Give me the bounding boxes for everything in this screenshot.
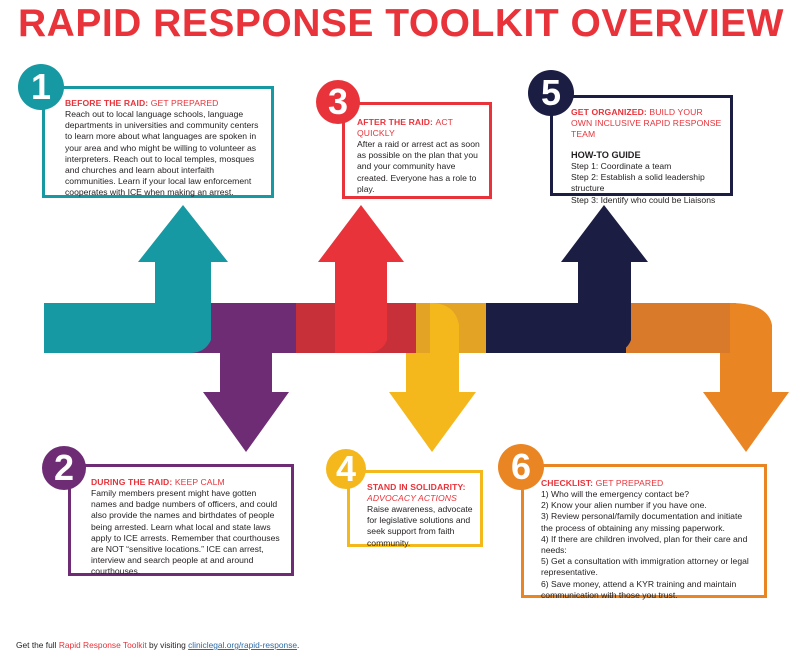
step-6-heading: CHECKLIST: GET PREPARED xyxy=(541,478,664,488)
arrow-up-5 xyxy=(561,205,648,353)
toolkit-name: Rapid Response Toolkit xyxy=(58,640,147,650)
step-1-badge: 1 xyxy=(18,64,64,110)
step-2-badge: 2 xyxy=(42,446,86,490)
footer: Get the full Rapid Response Toolkit by v… xyxy=(16,640,300,650)
step-2-box: DURING THE RAID: KEEP CALM Family member… xyxy=(68,464,294,576)
step-6-box: CHECKLIST: GET PREPARED 1) Who will the … xyxy=(521,464,767,600)
step-4-subheading: ADVOCACY ACTIONS xyxy=(367,493,457,503)
step-3-badge: 3 xyxy=(316,80,360,124)
checklist-item: 3) Review personal/family documentation … xyxy=(541,511,743,533)
step-3-body: After a raid or arrest act as soon as po… xyxy=(357,139,480,194)
step-4-box: STAND IN SOLIDARITY: ADVOCACY ACTIONS Ra… xyxy=(347,470,483,548)
arrow-up-1 xyxy=(138,205,228,353)
checklist-item: 5) Get a consultation with immigration a… xyxy=(541,556,749,578)
step-2-heading: DURING THE RAID: KEEP CALM xyxy=(91,477,225,487)
step-5-heading: GET ORGANIZED: BUILD YOUR OWN INCLUSIVE … xyxy=(571,107,722,139)
guide-step-3: Step 3: Identify who could be Liaisons xyxy=(571,194,716,205)
step-3-box: AFTER THE RAID: ACT QUICKLY After a raid… xyxy=(342,102,492,199)
step-5-badge: 5 xyxy=(528,70,574,116)
step-2-body: Family members present might have gotten… xyxy=(91,488,280,577)
arrow-up-3 xyxy=(318,205,404,353)
step-3-heading: AFTER THE RAID: ACT QUICKLY xyxy=(357,117,453,138)
step-6-badge: 6 xyxy=(498,444,544,490)
step-1-box: BEFORE THE RAID: GET PREPARED Reach out … xyxy=(42,86,274,198)
arrow-down-4 xyxy=(389,303,476,452)
guide-step-1: Step 1: Coordinate a team xyxy=(571,161,672,171)
guide-step-2: Step 2: Establish a solid leadership str… xyxy=(571,172,705,194)
arrow-down-6 xyxy=(703,303,789,452)
arrow-down-2 xyxy=(203,303,289,452)
step-1-heading: BEFORE THE RAID: GET PREPARED xyxy=(65,98,219,108)
checklist-item: 4) If there are children involved, plan … xyxy=(541,533,748,556)
step-4-body: Raise awareness, advocate for legislativ… xyxy=(367,504,473,548)
step-1-body: Reach out to local language schools, lan… xyxy=(65,109,259,198)
toolkit-link[interactable]: cliniclegal.org/rapid-response xyxy=(188,640,298,650)
page-title: RAPID RESPONSE TOOLKIT OVERVIEW xyxy=(17,2,784,45)
checklist-item: 2) Know your alien number if you have on… xyxy=(541,500,707,511)
checklist-item: 1) Who will the emergency contact be? xyxy=(541,489,690,499)
step-4-badge: 4 xyxy=(326,449,366,489)
checklist-item: 6) Save money, attend a KYR training and… xyxy=(541,578,737,600)
step-5-box: GET ORGANIZED: BUILD YOUR OWN INCLUSIVE … xyxy=(550,95,733,205)
how-to-guide-title: HOW-TO GUIDE xyxy=(571,150,641,160)
step-4-heading: STAND IN SOLIDARITY: xyxy=(367,482,466,492)
band-orange xyxy=(626,303,736,353)
